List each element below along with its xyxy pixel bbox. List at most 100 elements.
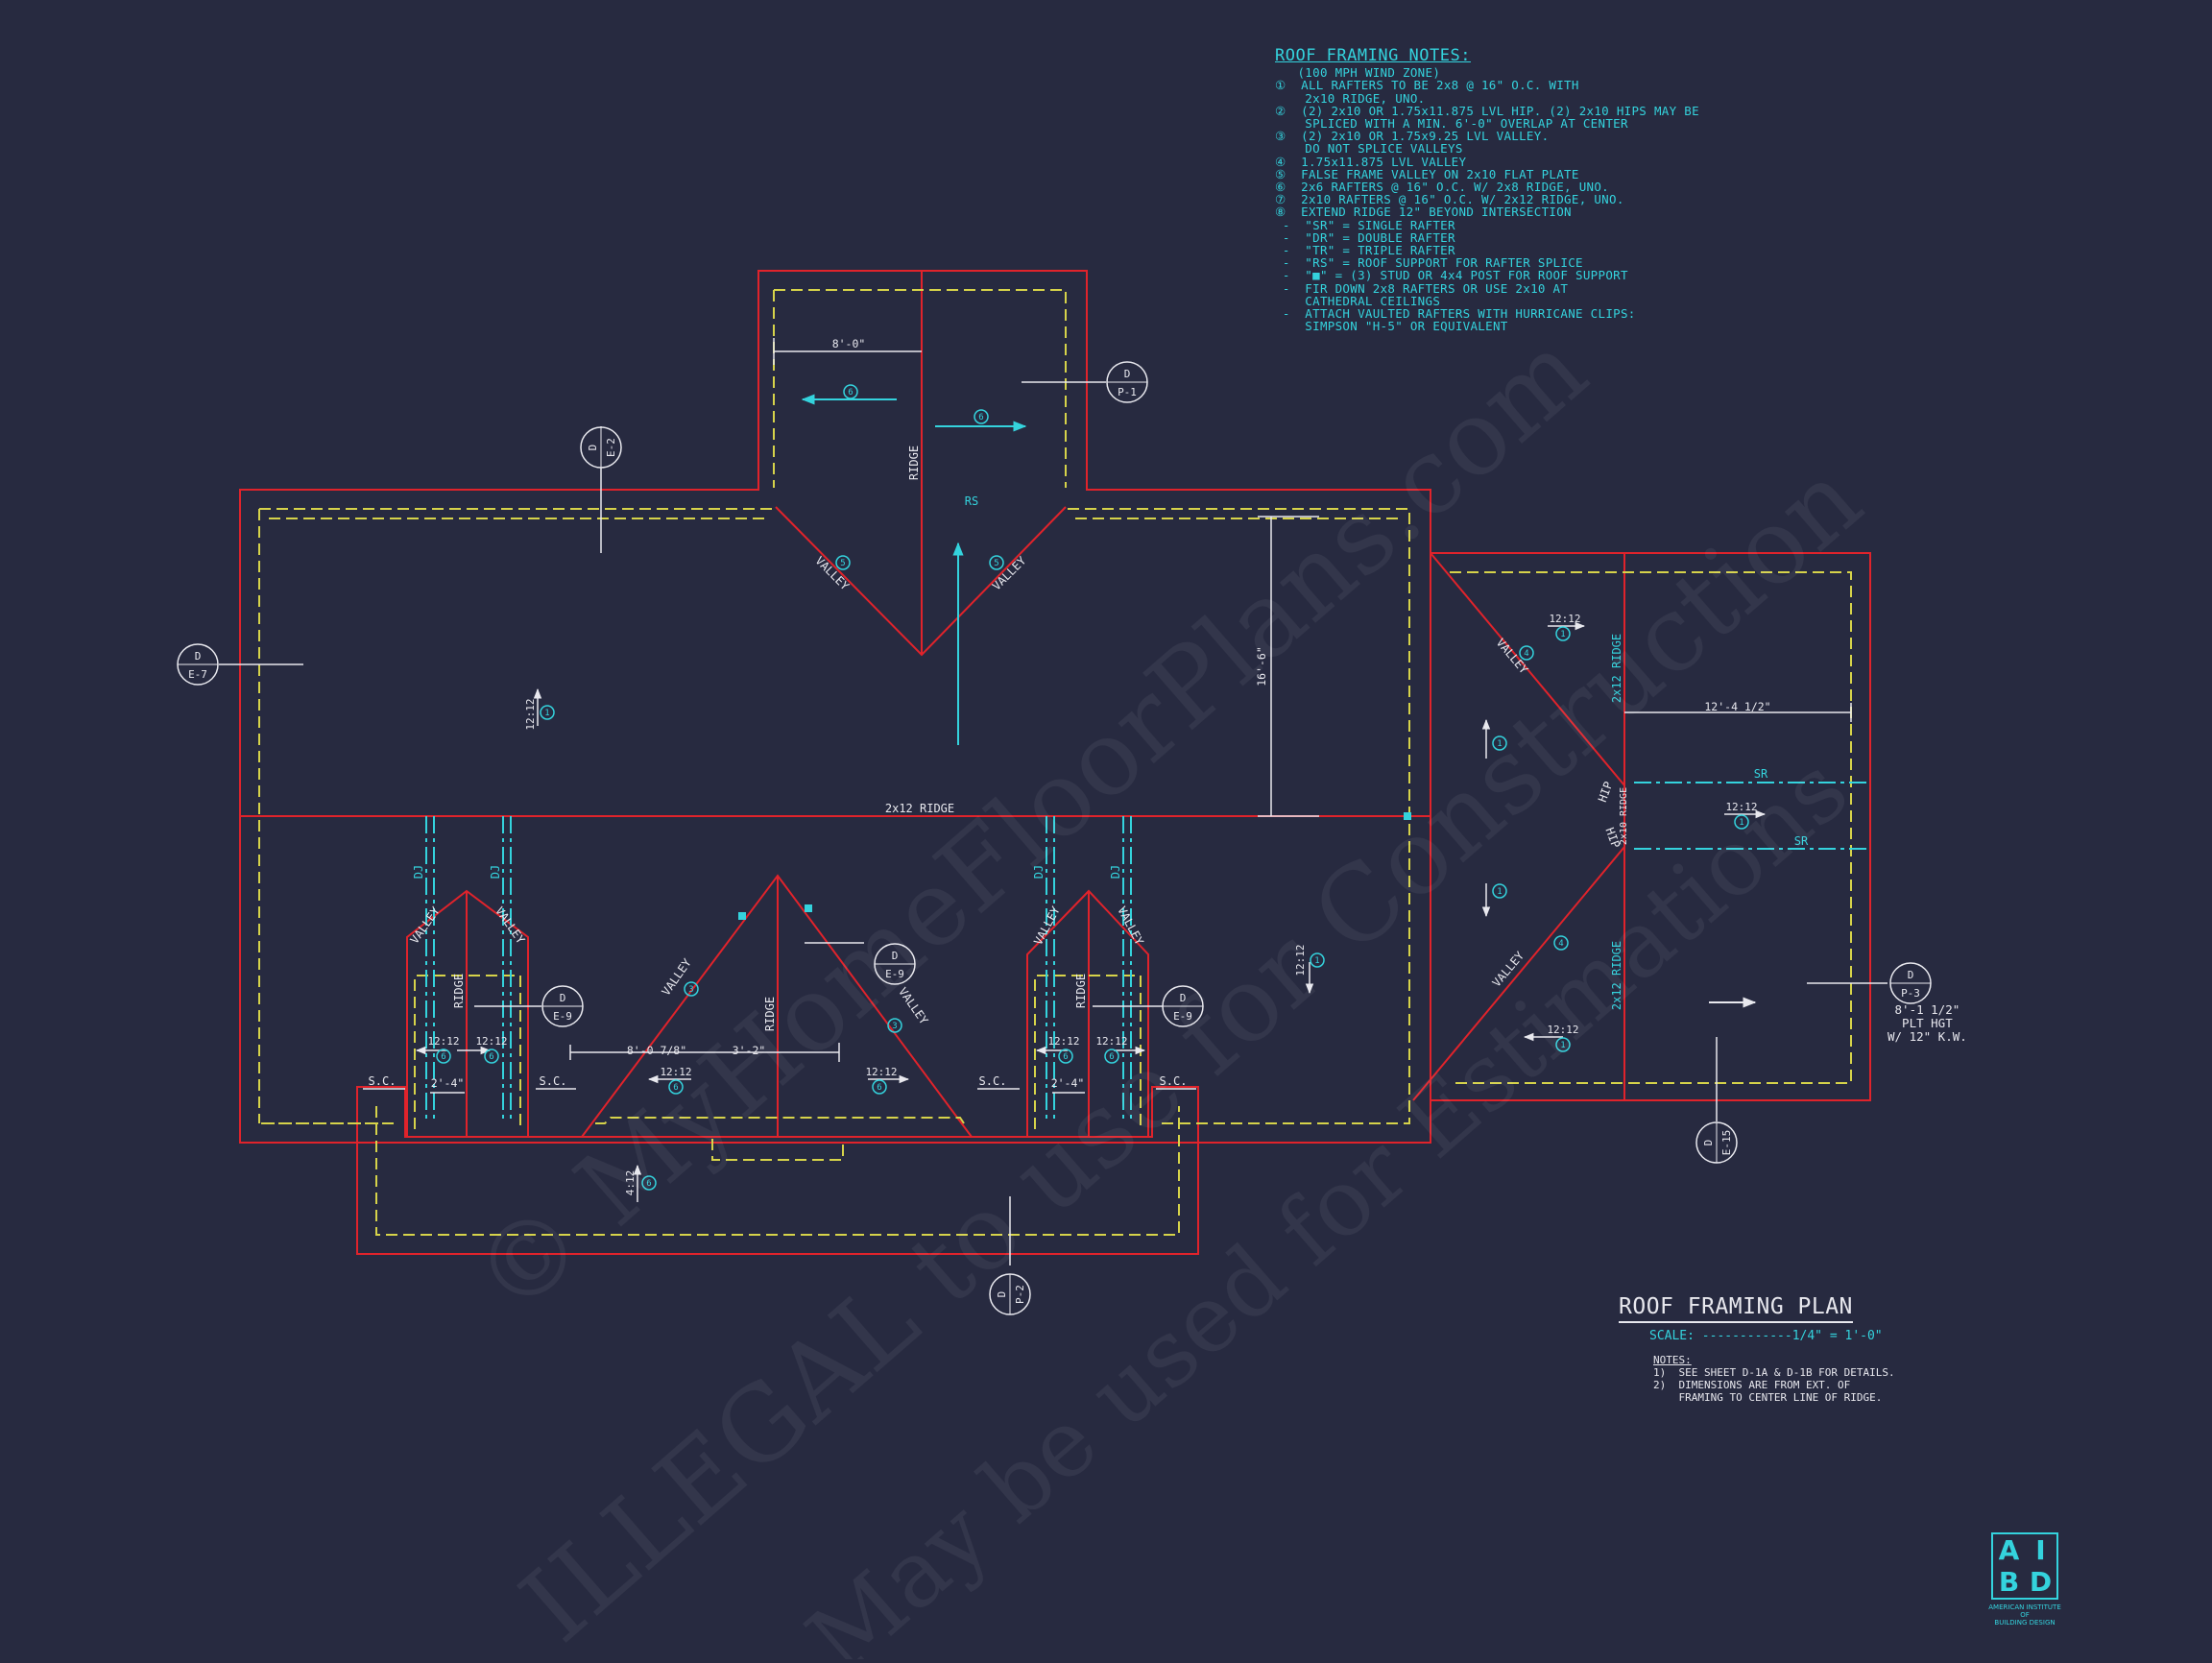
note-line: ⑧ EXTEND RIDGE 12" BEYOND INTERSECTION — [1275, 205, 1572, 220]
notes-heading: ROOF FRAMING NOTES: — [1275, 46, 1471, 65]
svg-text:P-1: P-1 — [1118, 386, 1137, 398]
pitch-porch: 4:12 — [624, 1170, 637, 1196]
label-hip-upper: HIP — [1596, 780, 1616, 804]
label-valley-dormer-l1: VALLEY — [408, 904, 444, 946]
general-notes: NOTES: 1) SEE SHEET D-1A & D-1B FOR DETA… — [1653, 1354, 1895, 1404]
pitch-main-south: 12:12 — [1294, 944, 1307, 976]
pitch-dormer-r2: 12:12 — [1095, 1035, 1127, 1048]
label-ridge-dormer-r: RIDGE — [1074, 974, 1088, 1008]
note-line: ④ 1.75x11.875 LVL VALLEY — [1275, 154, 1467, 169]
svg-text:D: D — [560, 992, 566, 1004]
note-line: ⑤ FALSE FRAME VALLEY ON 2x10 FLAT PLATE — [1275, 166, 1579, 181]
label-dj-1: DJ — [412, 865, 425, 879]
label-sc-3: S.C. — [979, 1074, 1007, 1088]
dimension-text: 8'-0" 16'-6" 12'-4 1/2" 8'-0 7/8" 3'-2" … — [431, 337, 1771, 1090]
section-marker-p2: D P-2 — [989, 1273, 1031, 1315]
plate-height-line: W/ 12" K.W. — [1887, 1029, 1967, 1044]
general-note-line: 2) DIMENSIONS ARE FROM EXT. OF — [1653, 1379, 1851, 1391]
svg-text:P-2: P-2 — [1014, 1285, 1026, 1304]
framing-outlines — [239, 270, 1871, 1255]
svg-text:D: D — [1180, 992, 1187, 1004]
label-ridge-center: RIDGE — [763, 997, 777, 1031]
note-line: ⑦ 2x10 RAFTERS @ 16" O.C. W/ 2x12 RIDGE,… — [1275, 192, 1624, 207]
svg-text:6: 6 — [441, 1052, 445, 1062]
plate-height-line: 8'-1 1/2" — [1894, 1002, 1960, 1017]
svg-text:E-9: E-9 — [1173, 1010, 1192, 1023]
section-marker-e9-left: D E-9 — [541, 985, 584, 1027]
plate-height-note: 8'-1 1/2" PLT HGT W/ 12" K.W. — [1887, 1003, 1967, 1044]
dim-8-0-7-8: 8'-0 7/8" — [627, 1044, 686, 1057]
label-dj-2: DJ — [489, 865, 502, 879]
note-callout-numbers: 6 6 5 5 1 1 4 1 1 1 4 1 1 3 3 6 6 6 6 6 … — [441, 388, 1743, 1189]
note-line: SIMPSON "H-5" OR EQUIVALENT — [1275, 319, 1508, 334]
section-marker-e7: D E-7 — [177, 643, 219, 686]
note-line: - "RS" = ROOF SUPPORT FOR RAFTER SPLICE — [1275, 255, 1583, 271]
svg-text:D: D — [1908, 969, 1914, 981]
svg-text:1: 1 — [1560, 630, 1565, 639]
label-ridge-north: RIDGE — [907, 446, 921, 480]
note-line: - "■" = (3) STUD OR 4x4 POST FOR ROOF SU… — [1275, 268, 1628, 283]
note-callouts — [436, 384, 1749, 1191]
svg-text:6: 6 — [673, 1083, 678, 1093]
pitch-dormer-r1: 12:12 — [1047, 1035, 1079, 1048]
svg-text:1: 1 — [1314, 956, 1319, 966]
pitch-dormer-l2: 12:12 — [475, 1035, 507, 1048]
logo-letter: D — [2029, 1566, 2053, 1598]
svg-text:E-7: E-7 — [188, 668, 207, 681]
porch-outline — [356, 1086, 1199, 1255]
note-line: - ATTACH VAULTED RAFTERS WITH HURRICANE … — [1275, 306, 1636, 322]
svg-text:5: 5 — [840, 559, 845, 568]
logo-letter: B — [1998, 1566, 2020, 1598]
label-rs: RS — [965, 494, 978, 508]
logo-letter: A — [1998, 1534, 2020, 1566]
label-dj-4: DJ — [1109, 865, 1122, 879]
note-line: - "DR" = DOUBLE RAFTER — [1275, 229, 1455, 245]
section-marker-e9-right: D E-9 — [1162, 985, 1204, 1027]
svg-text:6: 6 — [877, 1083, 881, 1093]
aibd-logo: A I B D AMERICAN INSTITUTE OF BUILDING D… — [1985, 1532, 2064, 1627]
rafter-direction-arrows — [801, 394, 1757, 1008]
svg-text:3: 3 — [688, 985, 693, 995]
logo-letter: I — [2035, 1534, 2046, 1566]
svg-text:D: D — [195, 650, 202, 663]
main-roof-outline — [239, 270, 1431, 1144]
pitch-text: 12:12 12:12 12:12 12:12 12:12 12:12 12:1… — [427, 613, 1757, 1195]
note-line: ① ALL RAFTERS TO BE 2x8 @ 16" O.C. WITH — [1275, 78, 1579, 93]
svg-text:E-15: E-15 — [1720, 1130, 1733, 1156]
svg-text:1: 1 — [1560, 1041, 1565, 1050]
svg-text:6: 6 — [1109, 1052, 1114, 1062]
label-valley-center-r: VALLEY — [896, 985, 931, 1027]
svg-text:D: D — [1702, 1140, 1715, 1146]
note-line: ⑥ 2x6 RAFTERS @ 16" O.C. W/ 2x8 RIDGE, U… — [1275, 180, 1610, 195]
cyan-framing-lines — [425, 782, 1870, 1123]
note-line: DO NOT SPLICE VALLEYS — [1275, 141, 1463, 157]
support-posts — [738, 812, 1411, 920]
note-line: - "SR" = SINGLE RAFTER — [1275, 217, 1455, 232]
label-sr-upper: SR — [1754, 767, 1768, 781]
svg-text:5: 5 — [994, 559, 998, 568]
label-hip-lower: HIP — [1602, 826, 1623, 850]
dim-2-4-left: 2'-4" — [431, 1076, 465, 1090]
svg-text:D: D — [1124, 368, 1131, 380]
section-marker-e2: D E-2 — [580, 426, 622, 469]
svg-text:6: 6 — [978, 413, 983, 422]
pitch-center-l: 12:12 — [660, 1066, 691, 1078]
logo-caption: AMERICAN INSTITUTE OF BUILDING DESIGN — [1988, 1603, 2061, 1627]
section-marker-p3: D P-3 — [1889, 962, 1932, 1004]
section-marker-p1: D P-1 — [1106, 361, 1148, 403]
svg-text:6: 6 — [646, 1179, 651, 1189]
svg-text:E-9: E-9 — [885, 968, 904, 980]
notes-list: (100 MPH WIND ZONE) ① ALL RAFTERS TO BE … — [1275, 66, 1699, 334]
svg-text:D: D — [996, 1291, 1008, 1298]
label-sr-lower: SR — [1794, 834, 1809, 848]
svg-text:1: 1 — [544, 709, 549, 718]
svg-text:3: 3 — [892, 1022, 897, 1031]
drawing-title: ROOF FRAMING PLAN — [1619, 1294, 1853, 1323]
svg-text:1: 1 — [1497, 887, 1502, 897]
dimension-lines — [219, 338, 1887, 1265]
pitch-center-r: 12:12 — [865, 1066, 897, 1078]
dim-12-4: 12'-4 1/2" — [1704, 700, 1770, 713]
eave-lines — [258, 289, 1852, 1236]
section-marker-e15: D E-15 — [1695, 1121, 1738, 1164]
note-line: - "TR" = TRIPLE RAFTER — [1275, 243, 1455, 258]
